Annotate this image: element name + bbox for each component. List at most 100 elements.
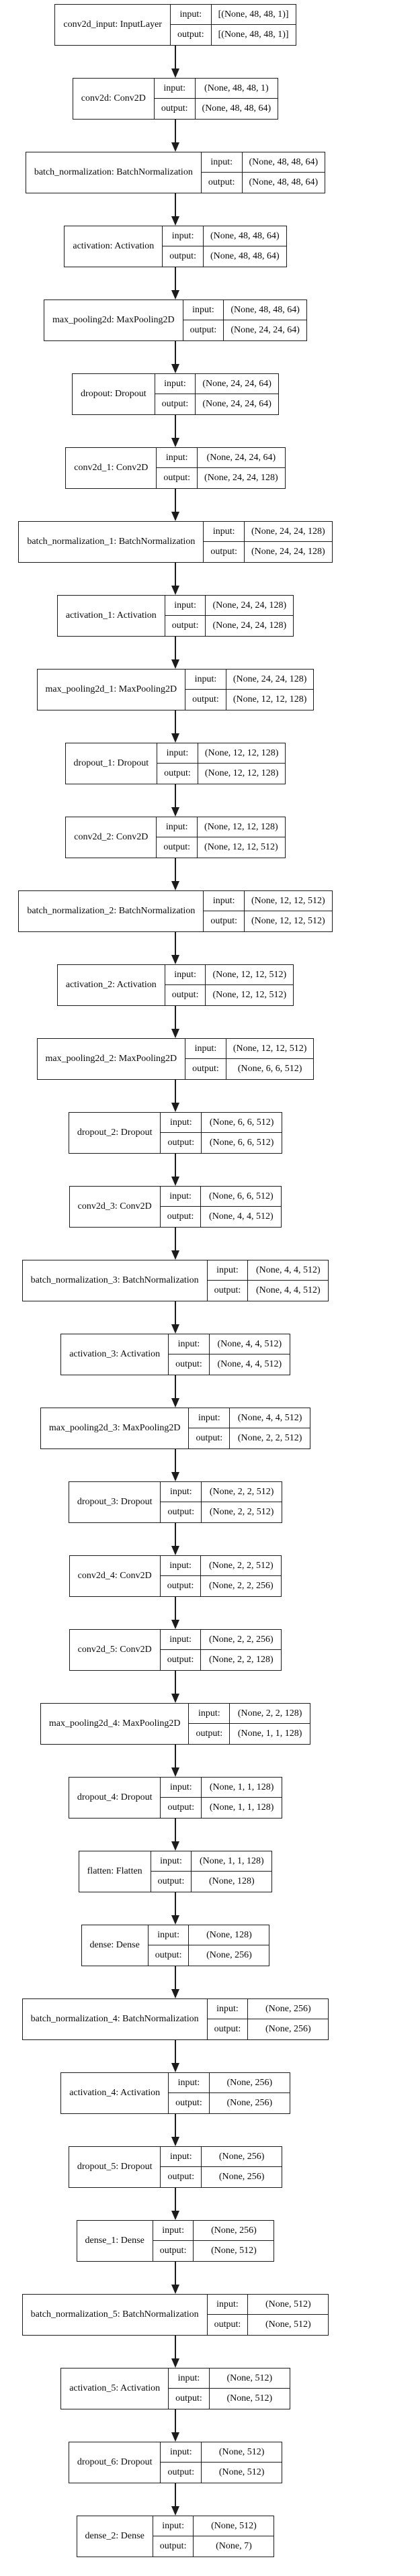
output-shape-value: (None, 4, 4, 512): [247, 1281, 328, 1301]
layer-node-dropout_4: dropout_4: Dropout input: (None, 1, 1, 1…: [68, 1777, 283, 1819]
output-label: output:: [163, 473, 191, 484]
arrow-shaft-line: [175, 267, 176, 290]
flow-arrow: [171, 2188, 179, 2220]
layer-name-label: activation_2: Activation: [65, 980, 157, 991]
input-label: input:: [155, 374, 196, 394]
flow-arrow: [171, 2114, 179, 2146]
output-label: output:: [175, 2393, 202, 2404]
output-shape-value: (None, 4, 4, 512): [208, 1354, 290, 1375]
layer-node-max_pooling2d: max_pooling2d: MaxPooling2D input: (None…: [44, 300, 307, 341]
layer-io-table: input: (None, 512) output: (None, 7): [152, 2516, 274, 2557]
arrow-shaft-line: [175, 2188, 176, 2211]
arrow-shaft-line: [175, 341, 176, 364]
arrow-head-icon: [171, 216, 179, 226]
output-label: output:: [167, 1507, 195, 1518]
output-label: output:: [159, 2541, 187, 2552]
layer-io-table: input: (None, 48, 48, 1) output: (None, …: [153, 79, 278, 119]
layer-io-table: input: (None, 256) output: (None, 512): [152, 2221, 274, 2261]
output-shape-value: (None, 12, 12, 128): [225, 690, 314, 710]
output-label: output:: [163, 842, 191, 853]
layer-io-table: input: (None, 6, 6, 512) output: (None, …: [159, 1187, 282, 1227]
flow-arrow: [171, 1523, 179, 1555]
flow-arrow: [171, 710, 179, 743]
layer-io-table: input: (None, 4, 4, 512) output: (None, …: [168, 1334, 290, 1375]
output-shape-value: (None, 128): [191, 1872, 271, 1892]
output-label: output:: [157, 1876, 185, 1887]
layer-name-label: dropout_2: Dropout: [77, 1128, 153, 1138]
input-label: input:: [204, 891, 244, 911]
output-label: output:: [171, 990, 199, 1001]
output-label: output:: [167, 2172, 195, 2182]
layer-name-label: batch_normalization_1: BatchNormalizatio…: [27, 537, 196, 547]
arrow-shaft-line: [175, 2114, 176, 2137]
output-shape-value: (None, 48, 48, 64): [241, 173, 325, 193]
layer-io-table: input: (None, 256) output: (None, 256): [160, 2147, 282, 2187]
flow-arrow: [171, 415, 179, 447]
input-shape-value: [(None, 48, 48, 1)]: [210, 5, 296, 25]
flow-arrow: [171, 1671, 179, 1703]
flow-arrow: [171, 341, 179, 373]
flow-arrow: [171, 489, 179, 521]
output-shape-value: (None, 512): [193, 2241, 274, 2261]
input-shape-value: (None, 256): [201, 2147, 282, 2167]
arrow-shaft-line: [175, 1819, 176, 1841]
input-label: input:: [185, 670, 226, 690]
arrow-head-icon: [171, 659, 179, 669]
layer-io-table: input: (None, 6, 6, 512) output: (None, …: [160, 1113, 282, 1153]
flow-arrow: [171, 1449, 179, 1481]
arrow-shaft-line: [175, 2040, 176, 2063]
arrow-shaft-line: [175, 1006, 176, 1029]
layer-node-activation_3: activation_3: Activation input: (None, 4…: [60, 1334, 290, 1375]
arrow-head-icon: [171, 1694, 179, 1703]
layer-name-label: activation: Activation: [73, 241, 155, 252]
input-shape-value: (None, 12, 12, 512): [225, 1039, 314, 1059]
flow-arrow: [171, 1301, 179, 1334]
layer-node-batch_normalization_2: batch_normalization_2: BatchNormalizatio…: [18, 890, 333, 932]
arrow-shaft-line: [175, 1671, 176, 1694]
output-label: output:: [155, 1950, 182, 1961]
input-label: input:: [201, 152, 242, 173]
arrow-shaft-line: [175, 1375, 176, 1398]
layer-node-conv2d_4: conv2d_4: Conv2D input: (None, 2, 2, 512…: [69, 1555, 282, 1597]
layer-name-label: conv2d_2: Conv2D: [74, 832, 149, 843]
input-shape-value: (None, 24, 24, 128): [225, 670, 314, 690]
output-shape-value: (None, 48, 48, 64): [194, 99, 278, 119]
input-shape-value: (None, 24, 24, 64): [197, 448, 285, 468]
arrow-head-icon: [171, 1029, 179, 1038]
layer-node-dropout_1: dropout_1: Dropout input: (None, 12, 12,…: [65, 743, 286, 784]
output-shape-value: (None, 2, 2, 128): [200, 1650, 281, 1670]
layer-node-activation_4: activation_4: Activation input: (None, 2…: [60, 2072, 290, 2114]
arrow-shaft-line: [175, 489, 176, 512]
output-shape-value: (None, 512): [208, 2389, 290, 2409]
output-shape-value: (None, 1, 1, 128): [229, 1724, 310, 1744]
input-label: input:: [161, 1482, 202, 1502]
layer-node-max_pooling2d_4: max_pooling2d_4: MaxPooling2D input: (No…: [40, 1703, 311, 1745]
arrow-shaft-line: [175, 2409, 176, 2432]
input-shape-value: (None, 4, 4, 512): [247, 1260, 329, 1281]
arrow-head-icon: [171, 1177, 179, 1186]
output-label: output:: [192, 694, 219, 705]
input-shape-value: (None, 12, 12, 512): [205, 965, 294, 985]
layer-name-label: activation_3: Activation: [69, 1349, 161, 1360]
flow-arrow: [171, 46, 179, 78]
output-shape-value: (None, 4, 4, 512): [200, 1207, 281, 1227]
layer-io-table: input: [(None, 48, 48, 1)] output: [(Non…: [169, 5, 296, 45]
input-label: input:: [153, 2221, 194, 2241]
input-shape-value: (None, 48, 48, 64): [241, 152, 325, 173]
layer-name-label: activation_4: Activation: [69, 2088, 161, 2099]
arrow-shaft-line: [175, 120, 176, 142]
flow-arrow: [171, 1375, 179, 1408]
arrow-head-icon: [171, 364, 179, 373]
arrow-head-icon: [171, 807, 179, 817]
output-label: output:: [169, 251, 196, 262]
output-shape-value: (None, 512): [201, 2463, 282, 2483]
arrow-shaft-line: [175, 710, 176, 733]
input-shape-value: (None, 12, 12, 128): [197, 743, 286, 764]
flow-arrow: [171, 2262, 179, 2294]
layer-name-label: max_pooling2d_1: MaxPooling2D: [45, 684, 177, 695]
input-shape-value: (None, 1, 1, 128): [201, 1778, 282, 1798]
output-shape-value: (None, 12, 12, 512): [197, 837, 285, 858]
output-shape-value: (None, 256): [247, 2019, 328, 2039]
arrow-head-icon: [171, 1989, 179, 1998]
arrow-head-icon: [171, 1472, 179, 1481]
